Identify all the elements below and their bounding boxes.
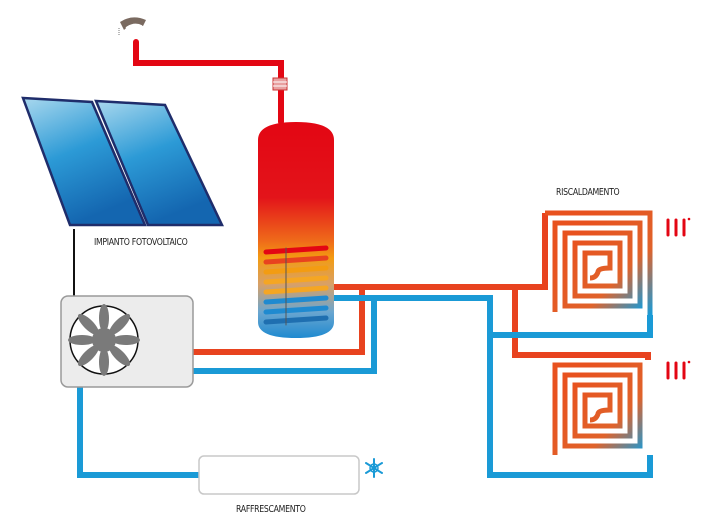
floor-heating-loop-1 (545, 210, 653, 315)
heating-return-branch (490, 315, 653, 338)
snowflake-icon (365, 458, 383, 478)
photovoltaic-label: IMPIANTO FOTOVOLTAICO (94, 237, 188, 248)
tank-coil (263, 245, 329, 326)
pipes (77, 213, 653, 478)
heat-pump-flow-pipe (193, 287, 365, 355)
heat-pump-unit (60, 295, 194, 388)
cooling-label: RAFFRESCAMENTO (236, 504, 306, 515)
heat-pump-return-pipe (193, 298, 377, 374)
heat-radiator-icon (666, 217, 691, 237)
heat-radiator-icon (666, 360, 691, 380)
solar-panel-icon (21, 96, 224, 227)
cooling-pipe (77, 387, 200, 478)
fan-icon (68, 304, 140, 376)
cooling-unit (198, 455, 360, 495)
heating-return-pipe (334, 295, 653, 478)
heating-flow-branch (512, 287, 651, 360)
storage-tank (258, 122, 334, 338)
hot-water-supply-pipe (133, 39, 284, 125)
heating-flow-pipe (334, 213, 548, 290)
faucet-icon (118, 17, 146, 36)
valve-icon (272, 77, 288, 91)
floor-heating-loop-2 (552, 362, 643, 455)
heating-label: RISCALDAMENTO (556, 187, 620, 198)
